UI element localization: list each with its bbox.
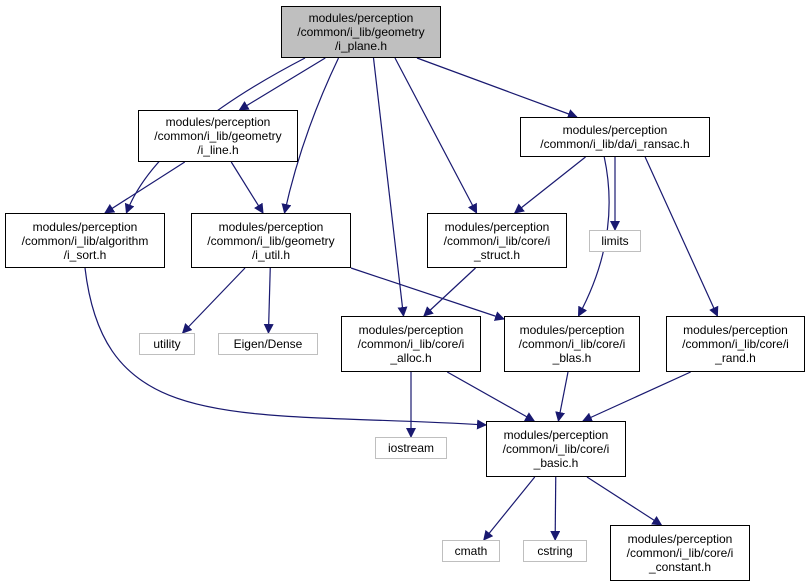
edge-i-plane-to-i-line [238,57,326,111]
node-i-ransac[interactable]: modules/perception /common/i_lib/da/i_ra… [520,117,710,157]
node-i-struct[interactable]: modules/perception /common/i_lib/core/i … [427,213,567,268]
edge-i-util-to-eigen-dense [263,267,274,334]
edge-i-basic-to-cstring [550,476,561,541]
node-i-blas[interactable]: modules/perception /common/i_lib/core/i … [504,316,640,372]
edge-i-basic-to-cmath [483,476,536,541]
node-cstring[interactable]: cstring [523,540,587,562]
edge-i-basic-to-i-constant [586,476,663,526]
node-i-plane[interactable]: modules/perception /common/i_lib/geometr… [281,6,441,58]
node-i-basic[interactable]: modules/perception /common/i_lib/core/i … [486,421,626,477]
node-limits[interactable]: limits [589,230,641,252]
edge-i-ransac-to-i-struct [513,156,586,214]
node-eigen-dense[interactable]: Eigen/Dense [218,333,318,355]
edge-i-rand-to-i-basic [582,371,691,422]
edge-i-util-to-utility [181,267,246,334]
node-utility[interactable]: utility [139,333,195,355]
edge-i-plane-to-i-alloc [372,57,408,317]
node-i-line[interactable]: modules/perception /common/i_lib/geometr… [138,110,298,162]
node-iostream[interactable]: iostream [375,437,447,459]
edge-i-ransac-to-i-rand [644,156,719,317]
edge-i-plane-to-i-struct [394,57,478,214]
node-i-rand[interactable]: modules/perception /common/i_lib/core/i … [666,316,805,372]
edge-i-sort-to-i-basic [84,267,487,430]
node-i-constant[interactable]: modules/perception /common/i_lib/core/i … [610,525,750,581]
edge-i-util-to-i-blas [350,267,505,321]
node-i-sort[interactable]: modules/perception /common/i_lib/algorit… [5,213,165,268]
node-i-util[interactable]: modules/perception /common/i_lib/geometr… [191,213,351,268]
edge-i-alloc-to-i-basic [446,371,536,422]
edge-i-line-to-i-util [230,161,264,214]
edge-i-plane-to-i-ransac [416,57,578,119]
edge-i-blas-to-i-basic [555,371,569,422]
edge-i-struct-to-i-alloc [423,267,476,317]
node-cmath[interactable]: cmath [442,540,500,562]
edge-i-line-to-i-sort [104,161,186,214]
node-i-alloc[interactable]: modules/perception /common/i_lib/core/i … [341,316,481,372]
edge-i-plane-to-i-util [281,57,340,214]
